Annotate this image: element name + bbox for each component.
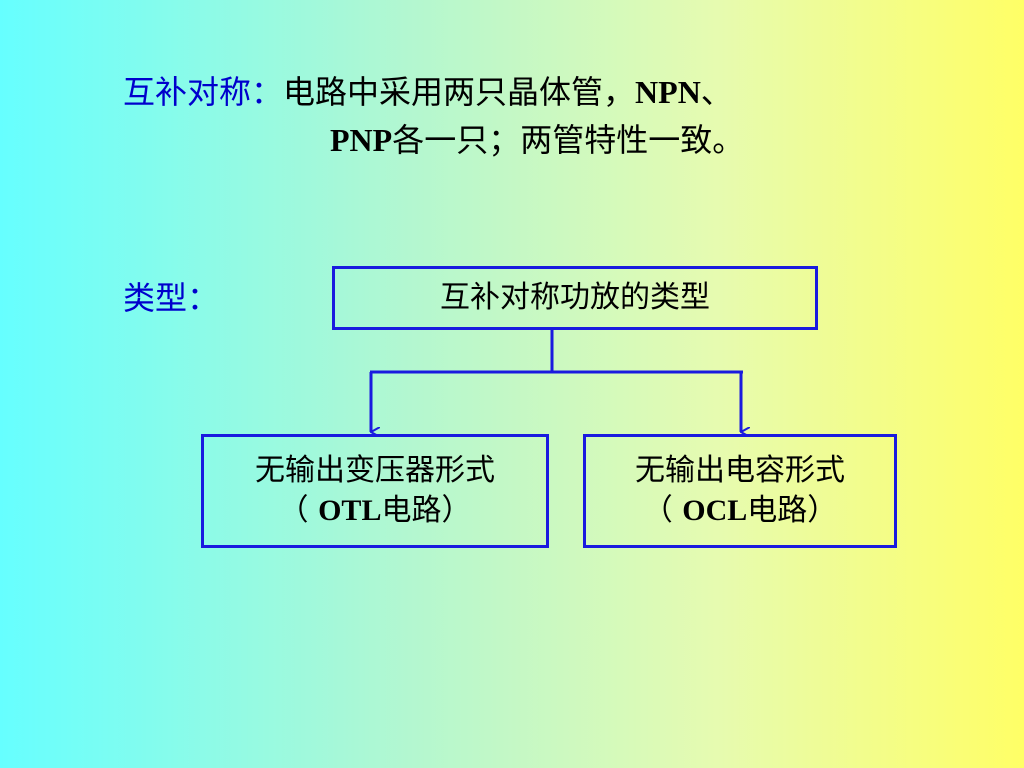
diagram-right-box: 无输出电容形式 （ OCL电路） [583, 434, 897, 548]
diagram-left-rest: 电路） [381, 493, 472, 528]
diagram-left-otl: OTL [318, 494, 382, 527]
definition-line-2: PNP各一只；两管特性一致。 [330, 120, 744, 160]
diagram-right-line1: 无输出电容形式 [635, 453, 845, 488]
definition-npn: NPN [635, 74, 701, 110]
definition-text-2: 各一只；两管特性一致。 [392, 121, 745, 159]
definition-term: 互补对称： [123, 73, 284, 111]
definition-line-1: 互补对称：电路中采用两只晶体管，NPN、 [123, 72, 733, 112]
definition-text-1-tail: 、 [700, 73, 733, 111]
diagram-root-label: 互补对称功放的类型 [440, 280, 710, 315]
diagram-left-line2: （ OTL电路） [279, 491, 472, 531]
definition-text-1: 电路中采用两只晶体管， [283, 73, 636, 111]
diagram-root-box: 互补对称功放的类型 [332, 266, 818, 330]
diagram-right-line2: （ OCL电路） [643, 491, 838, 531]
diagram-left-box: 无输出变压器形式 （ OTL电路） [201, 434, 549, 548]
diagram-left-line1: 无输出变压器形式 [255, 453, 495, 488]
diagram-right-rest: 电路） [747, 493, 838, 528]
types-label: 类型： [123, 279, 220, 317]
diagram-right-ocl: OCL [682, 494, 748, 527]
diagram-left-open: （ [278, 493, 319, 528]
diagram-right-open: （ [642, 493, 683, 528]
definition-pnp: PNP [330, 122, 393, 158]
